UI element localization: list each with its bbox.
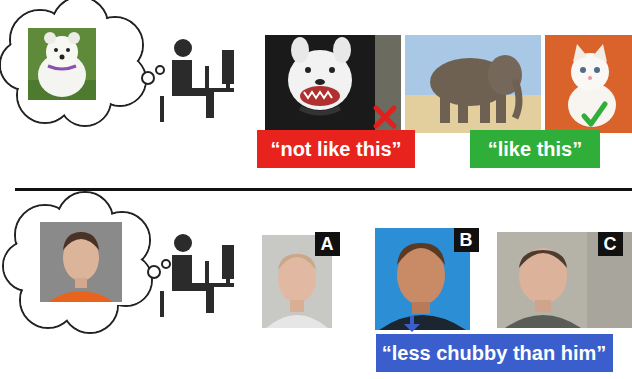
label-text: B [460, 230, 473, 251]
person-at-computer-icon [160, 39, 234, 122]
green-check [584, 104, 605, 124]
dog-photo [28, 28, 96, 100]
letter-badge: C [598, 232, 623, 256]
thought-cloud [3, 192, 170, 333]
thought-cloud [0, 0, 164, 126]
angry-dog-photo [265, 35, 401, 133]
label-banner: “like this” [470, 130, 600, 168]
letter-badge: B [454, 228, 479, 252]
divider-line [15, 188, 632, 191]
elephant-photo [405, 35, 541, 133]
face-photo [497, 232, 632, 328]
label-text: “less chubby than him” [382, 342, 607, 365]
label-text: A [321, 234, 334, 255]
label-banner: “less chubby than him” [376, 334, 613, 372]
label-text: “not like this” [263, 138, 409, 161]
label-text: C [604, 234, 617, 255]
face-photo [40, 222, 122, 302]
kitten-photo [545, 35, 632, 133]
label-text: “like this” [476, 138, 594, 161]
letter-badge: A [315, 232, 340, 256]
pointer-arrow [404, 316, 420, 332]
label-banner: “not like this” [257, 130, 415, 168]
person-at-computer-icon [160, 234, 234, 317]
red-cross [376, 108, 394, 126]
